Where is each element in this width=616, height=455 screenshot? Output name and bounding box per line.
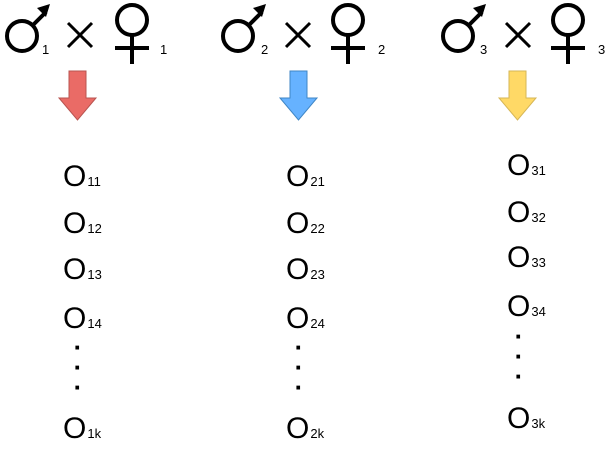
offspring-label: O34 <box>507 290 546 323</box>
female-symbol-icon <box>551 3 585 64</box>
male-subscript: 2 <box>261 42 269 57</box>
female-symbol-icon <box>115 3 149 64</box>
vertical-ellipsis: ··· <box>514 321 524 391</box>
down-arrow-icon <box>57 70 98 121</box>
offspring-label: O32 <box>507 196 546 229</box>
female-subscript: 2 <box>378 42 386 57</box>
female-subscript: 3 <box>598 42 606 57</box>
female-symbol-icon <box>331 3 365 64</box>
male-symbol-icon <box>5 4 50 53</box>
cross-icon <box>504 21 532 49</box>
vertical-ellipsis: ··· <box>73 332 83 402</box>
female-subscript: 1 <box>160 42 168 57</box>
offspring-label: O13 <box>63 253 102 286</box>
cross-icon <box>66 21 94 49</box>
male-symbol-icon <box>221 4 266 53</box>
offspring-label: O33 <box>507 241 546 274</box>
offspring-label: O24 <box>286 302 325 335</box>
offspring-label: O2k <box>286 412 325 445</box>
offspring-label: O21 <box>286 160 325 193</box>
male-symbol-icon <box>441 4 486 53</box>
male-subscript: 1 <box>42 42 50 57</box>
offspring-label: O12 <box>63 207 102 240</box>
down-arrow-icon <box>497 70 538 121</box>
offspring-label: O11 <box>63 160 101 193</box>
offspring-label: O3k <box>507 402 546 435</box>
offspring-label: O1k <box>63 412 102 445</box>
offspring-label: O14 <box>63 302 102 335</box>
offspring-label: O31 <box>507 149 546 182</box>
cross-icon <box>284 21 312 49</box>
male-subscript: 3 <box>480 42 488 57</box>
offspring-label: O23 <box>286 253 325 286</box>
offspring-label: O22 <box>286 207 325 240</box>
vertical-ellipsis: ··· <box>294 332 304 402</box>
down-arrow-icon <box>278 70 319 121</box>
